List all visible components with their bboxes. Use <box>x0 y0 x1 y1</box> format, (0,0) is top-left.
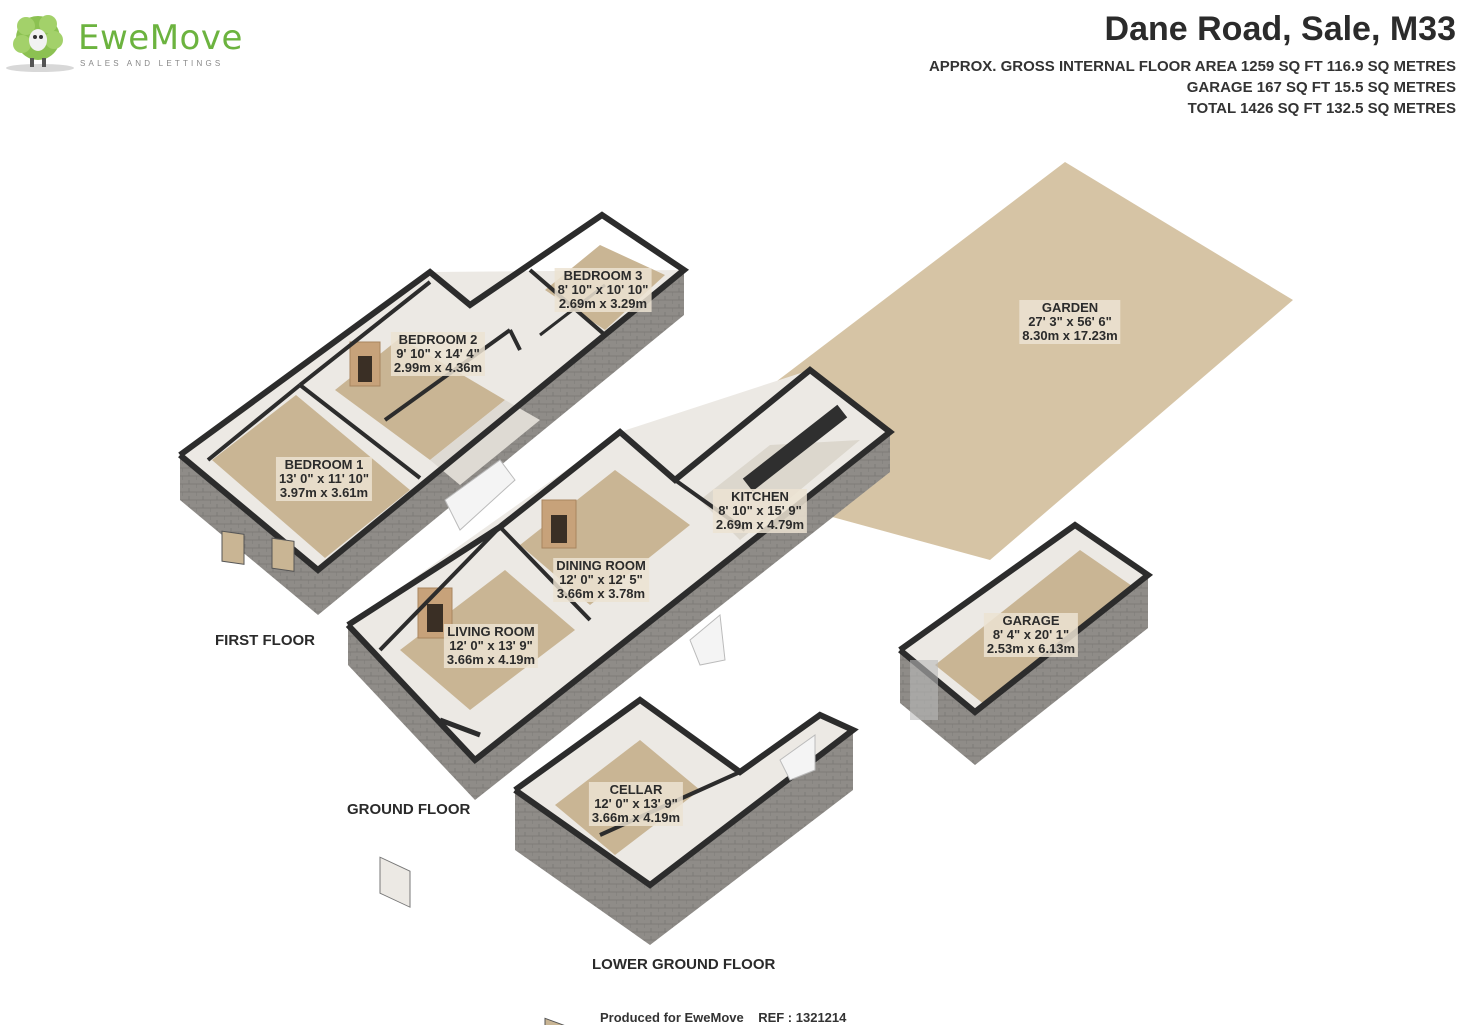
room-label-living-room: LIVING ROOM 12' 0" x 13' 9" 3.66m x 4.19… <box>443 624 539 668</box>
brand-tagline: SALES AND LETTINGS <box>80 59 224 68</box>
stairs-cellar <box>779 734 816 781</box>
first-floor-wall-top <box>178 211 690 574</box>
room-label-cellar: CELLAR 12' 0" x 13' 9" 3.66m x 4.19m <box>588 782 684 826</box>
floor-label-lower-ground: LOWER GROUND FLOOR <box>592 956 776 973</box>
room-label-garage: GARAGE 8' 4" x 20' 1" 2.53m x 6.13m <box>983 613 1079 657</box>
room-label-garden: GARDEN 27' 3" x 56' 6" 8.30m x 17.23m <box>1019 300 1121 344</box>
room-label-kitchen: KITCHEN 8' 10" x 15' 9" 2.69m x 4.79m <box>712 489 808 533</box>
room-label-bedroom1: BEDROOM 1 13' 0" x 11' 10" 3.97m x 3.61m <box>275 457 373 501</box>
cellar-wall-front <box>515 790 650 945</box>
garage-wall-top <box>898 521 1154 716</box>
gross-area-line: APPROX. GROSS INTERNAL FLOOR AREA 1259 S… <box>928 58 1456 75</box>
kitchen-counter <box>742 404 848 492</box>
total-area-line: TOTAL 1426 SQ FT 132.5 SQ METRES <box>1187 100 1456 117</box>
floor-label-ground: GROUND FLOOR <box>347 801 471 818</box>
first-floor-wall-front <box>180 455 318 615</box>
cellar-block <box>513 696 859 1025</box>
footer-reference: Produced for EweMove REF : 1321214 <box>600 1010 847 1025</box>
garage-area-line: GARAGE 167 SQ FT 15.5 SQ METRES <box>1186 79 1456 96</box>
floor-label-first: FIRST FLOOR <box>215 632 315 649</box>
landing-floor <box>430 400 540 485</box>
sheep-mascot-icon <box>6 15 74 72</box>
room-label-dining-room: DINING ROOM 12' 0" x 12' 5" 3.66m x 3.78… <box>553 558 649 602</box>
brand-name: EweMove <box>78 18 243 58</box>
area-summary: APPROX. GROSS INTERNAL FLOOR AREA 1259 S… <box>929 56 1456 119</box>
stairs-ground <box>689 614 726 666</box>
room-label-bedroom2: BEDROOM 2 9' 10" x 14' 4" 2.99m x 4.36m <box>390 332 486 376</box>
garage-wall-side <box>975 575 1148 765</box>
cellar-wall-top <box>513 696 859 889</box>
ewemove-logo: EweMove SALES AND LETTINGS <box>4 4 244 74</box>
stairs-first <box>444 459 516 531</box>
ground-floor-wall-front <box>348 625 475 800</box>
cellar-wall-side <box>650 730 853 945</box>
property-address: Dane Road, Sale, M33 <box>1104 10 1456 48</box>
room-label-bedroom3: BEDROOM 3 8' 10" x 10' 10" 2.69m x 3.29m <box>554 268 652 312</box>
